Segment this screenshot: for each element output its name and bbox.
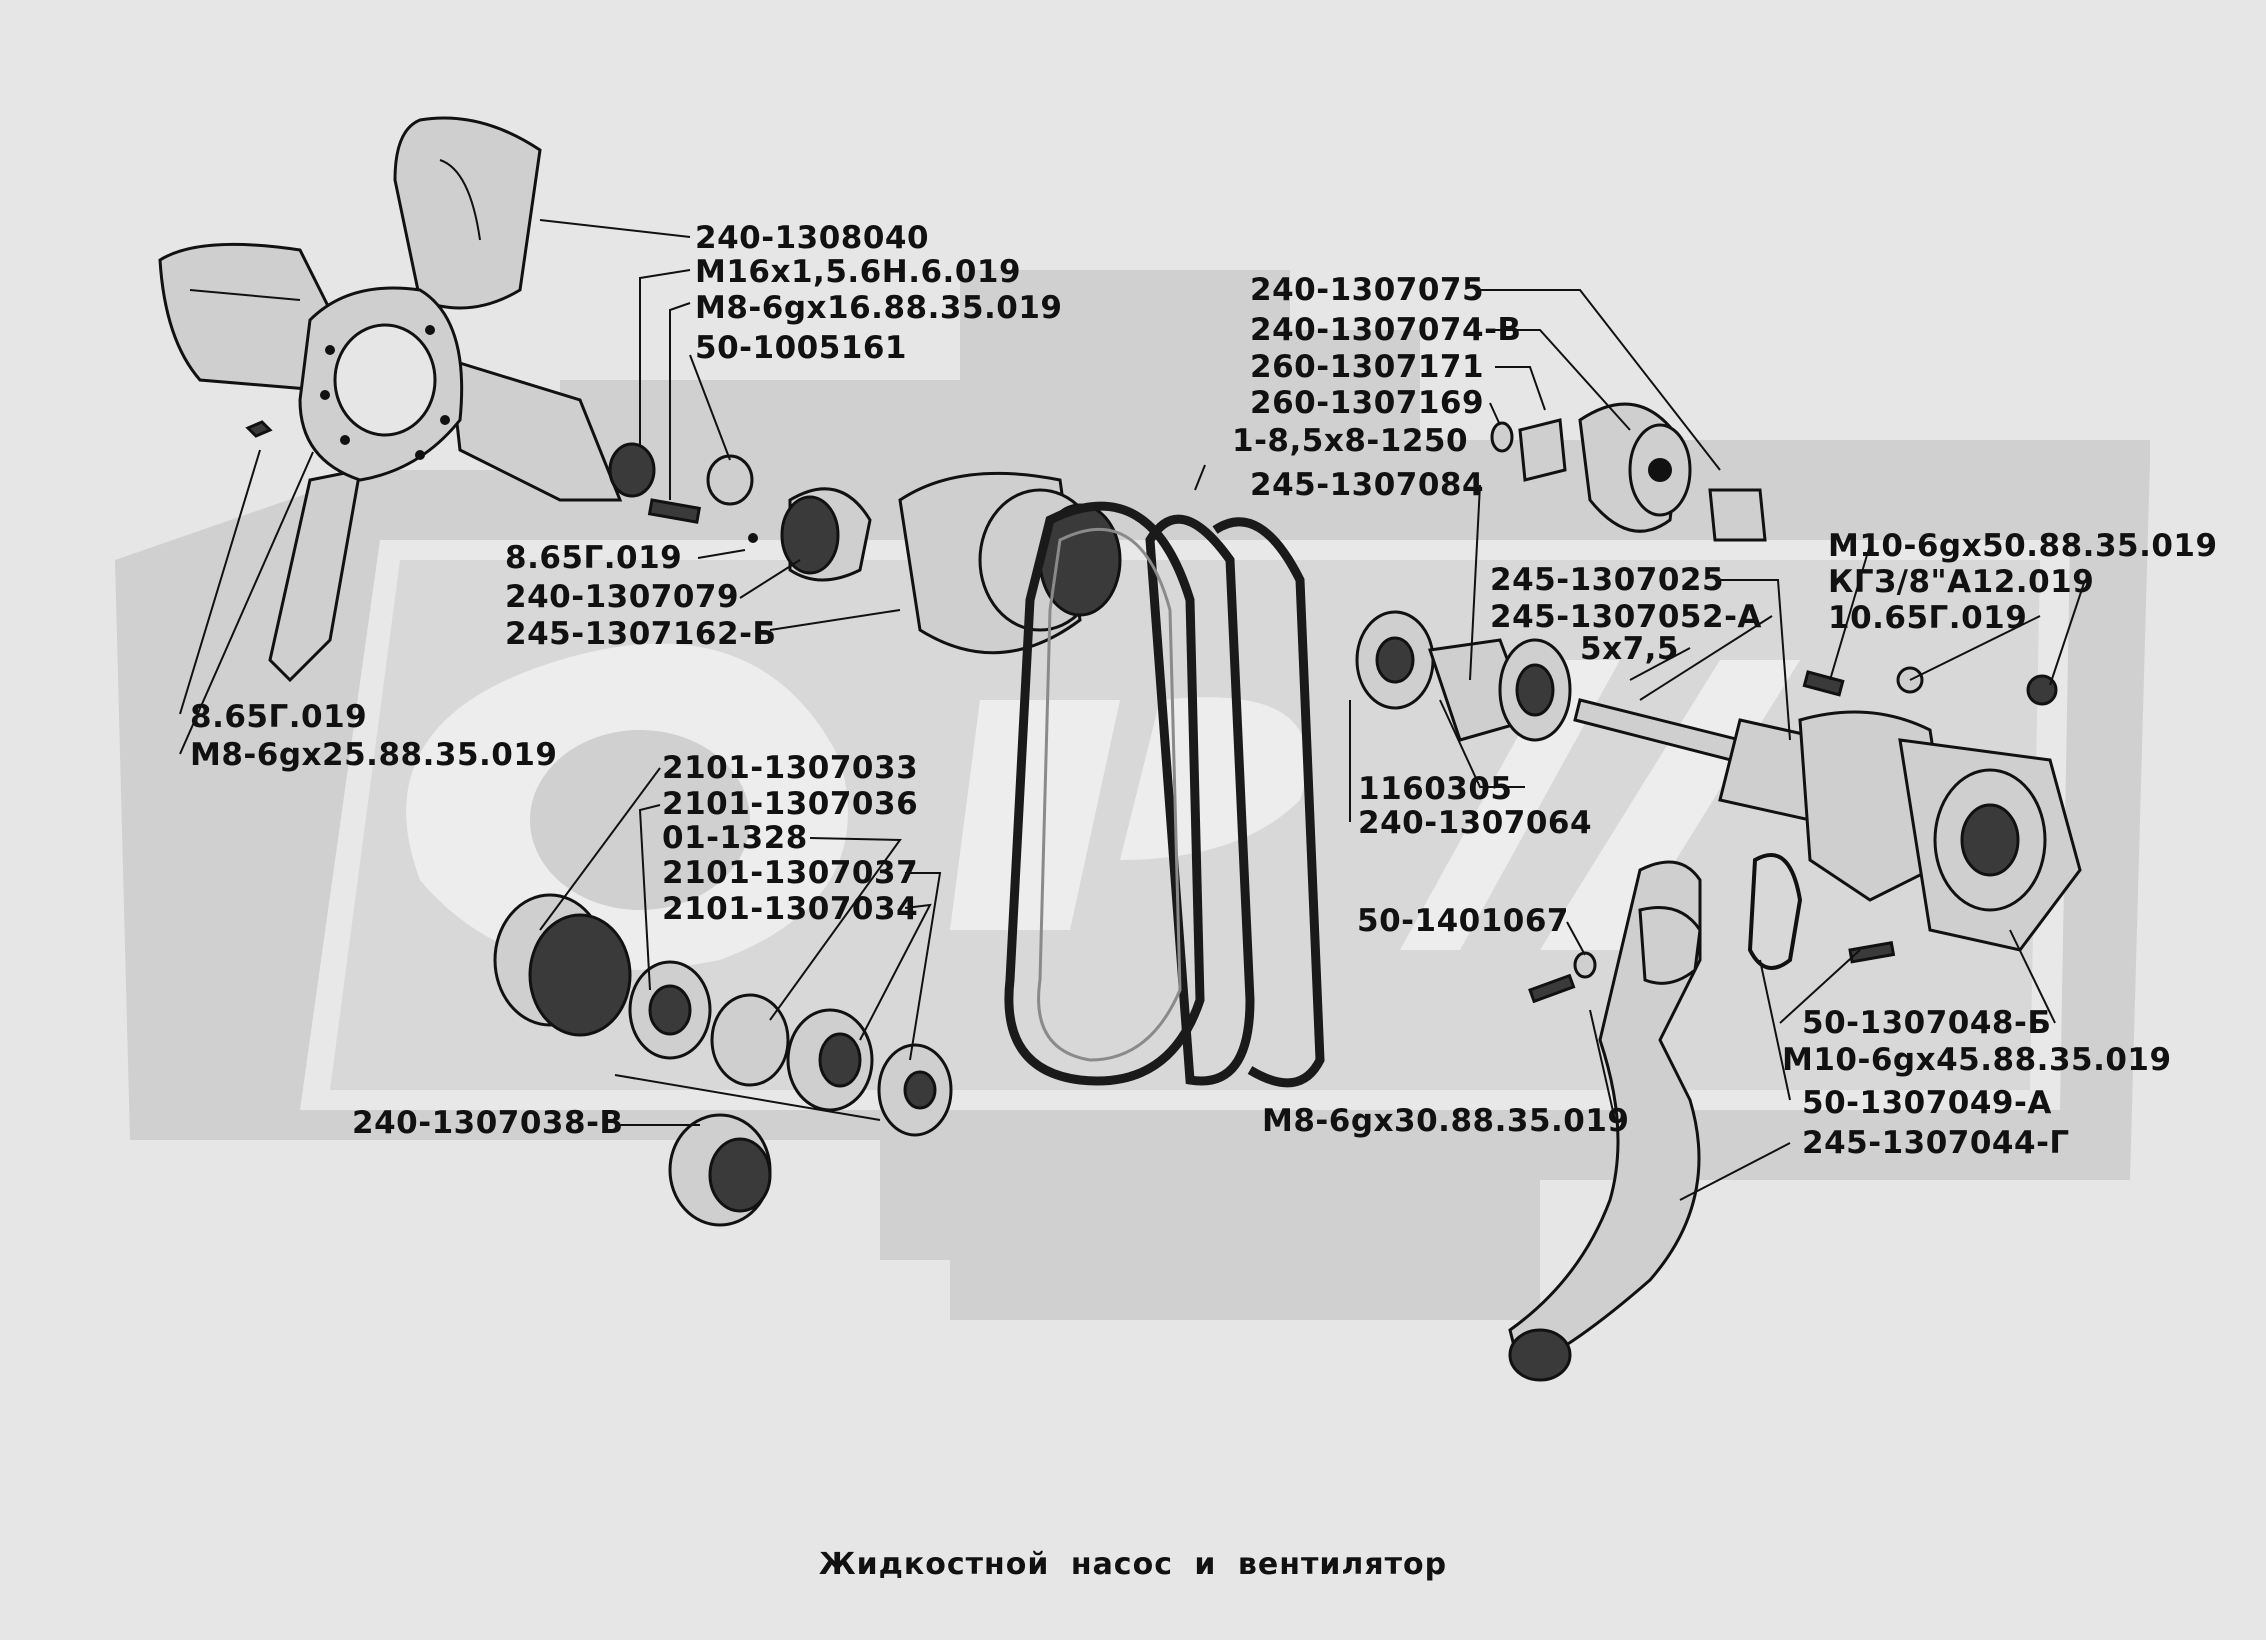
label-245-1307162-b: 245-1307162-Б <box>505 616 777 652</box>
label-240-1307079: 240-1307079 <box>505 579 740 615</box>
label-m10-6gx50: М10-6gх50.88.35.019 <box>1828 528 2218 564</box>
label-240-1307075: 240-1307075 <box>1250 272 1485 308</box>
fan-fasteners <box>608 442 758 543</box>
label-m10-6gx45: М10-6gх45.88.35.019 <box>1782 1042 2172 1078</box>
label-245-1307084: 245-1307084 <box>1250 467 1485 503</box>
v-belt <box>1004 501 1325 1088</box>
label-01-1328: 01-1328 <box>662 820 808 856</box>
label-50-1005161: 50-1005161 <box>695 330 907 366</box>
diagram-caption: Жидкостной насос и вентилятор <box>818 1547 1448 1582</box>
label-m8-6gx16: М8-6gх16.88.35.019 <box>695 290 1063 326</box>
label-m16x1-5: М16х1,5.6Н.6.019 <box>695 254 1022 290</box>
label-240-1307038-v: 240-1307038-В <box>352 1105 624 1141</box>
inlet-pipe <box>1508 860 1702 1382</box>
top-bearing-parts <box>1490 402 1767 542</box>
label-245-1307044-g: 245-1307044-Г <box>1802 1125 2070 1161</box>
fan-assembly <box>158 116 623 683</box>
label-kgz-8-a12: КГЗ/8"А12.019 <box>1828 564 2095 600</box>
label-8-65g-019-b: 8.65Г.019 <box>190 699 368 735</box>
label-m8-6gx25: М8-6gх25.88.35.019 <box>190 737 558 773</box>
label-50-1401067: 50-1401067 <box>1357 903 1569 939</box>
label-m8-6gx30: М8-6gх30.88.35.019 <box>1262 1103 1630 1139</box>
label-240-1307064: 240-1307064 <box>1358 805 1593 841</box>
label-50-1307049-a: 50-1307049-А <box>1802 1085 2052 1121</box>
gasket <box>1747 853 1803 970</box>
pump-body <box>1798 666 2082 952</box>
label-260-1307171: 260-1307171 <box>1250 349 1485 385</box>
label-2101-1307033: 2101-1307033 <box>662 750 919 786</box>
label-240-1307074-v: 240-1307074-В <box>1250 312 1522 348</box>
pipe-bolts <box>1528 940 1896 1004</box>
label-8-65g-019-a: 8.65Г.019 <box>505 540 683 576</box>
label-key-5x7-5: 5х7,5 <box>1580 631 1679 667</box>
label-50-1307048-b: 50-1307048-Б <box>1802 1005 2052 1041</box>
pulley-hub <box>780 471 1122 655</box>
label-245-1307052-a: 245-1307052-А <box>1490 599 1762 635</box>
leader-lines <box>179 219 2086 1201</box>
label-10-65g-019: 10.65Г.019 <box>1828 600 2028 636</box>
label-2101-1307037: 2101-1307037 <box>662 855 919 891</box>
label-1160305: 1160305 <box>1358 771 1513 807</box>
label-260-1307169: 260-1307169 <box>1250 385 1485 421</box>
label-2101-1307034: 2101-1307034 <box>662 891 919 927</box>
label-240-1308040: 240-1308040 <box>695 220 930 256</box>
label-245-1307025: 245-1307025 <box>1490 562 1725 598</box>
label-belt-1-8-5x8-1250: 1-8,5х8-1250 <box>1232 423 1469 459</box>
label-2101-1307036: 2101-1307036 <box>662 786 919 822</box>
